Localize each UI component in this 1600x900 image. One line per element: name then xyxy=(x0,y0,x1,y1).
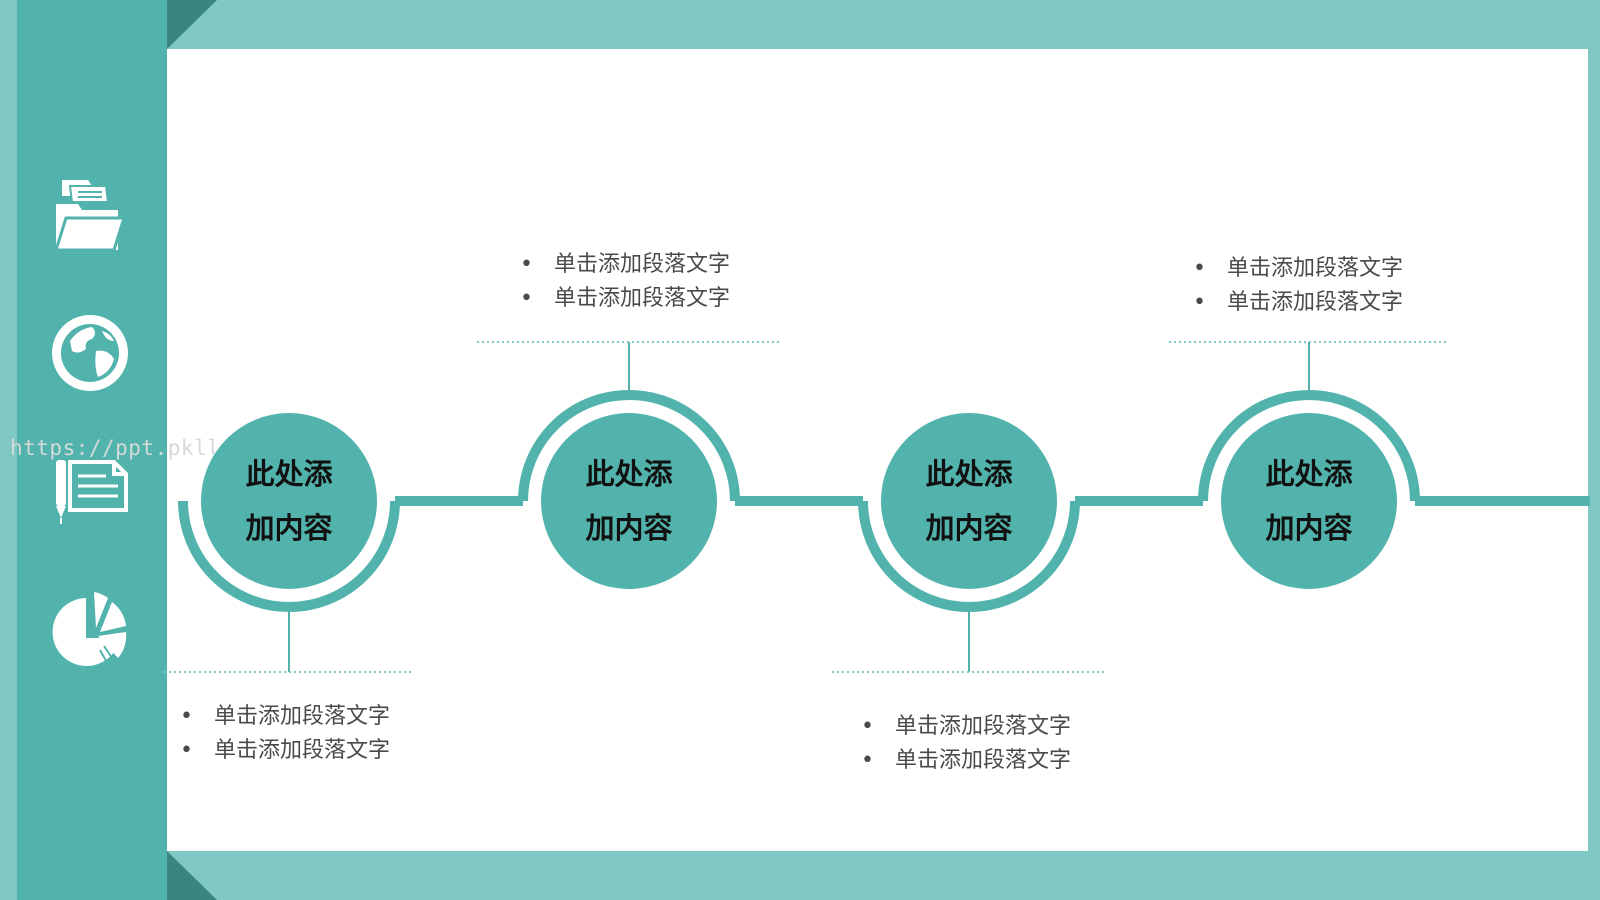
step-bullet-list: 单击添加段落文字单击添加段落文字 xyxy=(180,700,390,768)
globe-icon xyxy=(48,311,132,395)
folder-documents-icon xyxy=(48,172,132,256)
bullet-item: 单击添加段落文字 xyxy=(520,248,730,282)
step-label-line2: 加内容 xyxy=(585,511,673,545)
step-node-circle xyxy=(1221,413,1397,589)
bottom-fold-corner xyxy=(167,851,217,900)
step-label-line1: 此处添 xyxy=(245,457,333,491)
step-label-line2: 加内容 xyxy=(925,511,1013,545)
step-ring-arc xyxy=(518,390,740,502)
step-label-line2: 加内容 xyxy=(1265,511,1353,545)
bullet-item: 单击添加段落文字 xyxy=(180,734,390,768)
bullet-item: 单击添加段落文字 xyxy=(520,282,730,316)
bullet-item: 单击添加段落文字 xyxy=(1193,252,1403,286)
step-label-line1: 此处添 xyxy=(1265,457,1353,491)
pie-chart-icon xyxy=(48,588,132,672)
bullet-item: 单击添加段落文字 xyxy=(861,744,1071,778)
step-node-circle xyxy=(201,413,377,589)
step-ring-arc xyxy=(858,500,1080,612)
step-ring-arc xyxy=(1198,390,1420,502)
step-bullet-list: 单击添加段落文字单击添加段落文字 xyxy=(520,248,730,316)
step-node-circle xyxy=(541,413,717,589)
step-label: 此处添加内容 xyxy=(879,447,1059,555)
top-fold-corner xyxy=(167,0,217,49)
step-label: 此处添加内容 xyxy=(199,447,379,555)
step-label-line1: 此处添 xyxy=(925,457,1013,491)
document-pen-icon xyxy=(48,450,132,534)
bullet-item: 单击添加段落文字 xyxy=(180,700,390,734)
step-ring-arc xyxy=(178,500,400,612)
step-node-circle xyxy=(881,413,1057,589)
sidebar xyxy=(17,0,167,900)
step-label: 此处添加内容 xyxy=(1219,447,1399,555)
step-label: 此处添加内容 xyxy=(539,447,719,555)
step-label-line2: 加内容 xyxy=(245,511,333,545)
top-band xyxy=(0,0,1600,49)
step-bullet-list: 单击添加段落文字单击添加段落文字 xyxy=(1193,252,1403,320)
bullet-item: 单击添加段落文字 xyxy=(1193,286,1403,320)
bullet-item: 单击添加段落文字 xyxy=(861,710,1071,744)
step-bullet-list: 单击添加段落文字单击添加段落文字 xyxy=(861,710,1071,778)
step-label-line1: 此处添 xyxy=(585,457,673,491)
bottom-band xyxy=(0,851,1600,900)
